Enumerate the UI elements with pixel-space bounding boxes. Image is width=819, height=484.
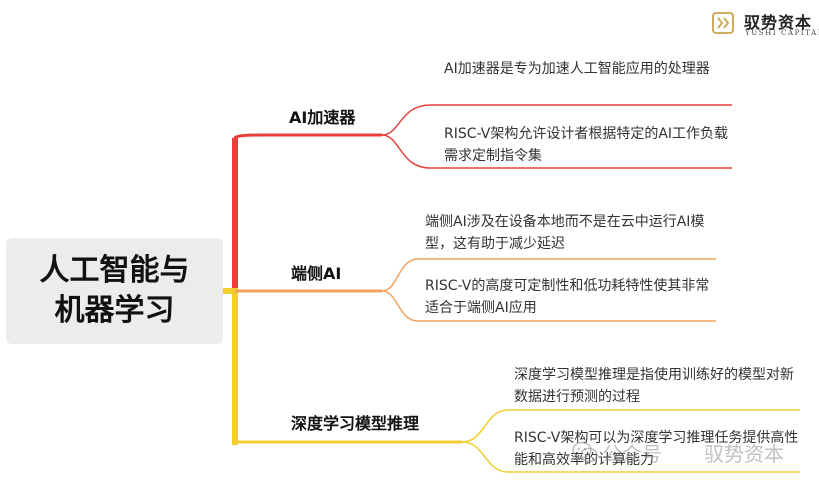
branch1-leaf2-link [381, 134, 732, 169]
watermark: 公众号 驭势资本 [572, 436, 800, 466]
branch-edge-ai[interactable]: 端侧AI [291, 264, 342, 283]
branch-dl-inference[interactable]: 深度学习模型推理 [291, 414, 420, 433]
brand-name-cn: 驭势资本 [744, 13, 813, 32]
leaf-edge-ai-1[interactable]: 端侧AI涉及在设备本地而不是在云中运行AI模型，这有助于减少延迟 [425, 214, 705, 252]
leaf-edge-ai-2[interactable]: RISC-V的高度可定制性和低功耗特性使其非常适合于端侧AI应用 [425, 278, 710, 316]
branch1-leaf1-link [381, 104, 732, 136]
brand-name-en: YUSHI CAPITAL [745, 29, 819, 37]
branch3-leaf2-link [461, 441, 800, 473]
brand-logo: 驭势资本 YUSHI CAPITAL [711, 8, 819, 38]
branch-ai-accelerator[interactable]: AI加速器 [289, 108, 356, 127]
root-label: 人工智能与机器学习 [39, 253, 190, 328]
branch3-leaf1-link [461, 409, 800, 443]
branch2-leaf1-link [381, 258, 716, 292]
watermark-right-text: 驭势资本 [704, 442, 784, 466]
branch2-leaf2-link [381, 290, 716, 322]
leaf-ai-accelerator-2[interactable]: RISC-V架构允许设计者根据特定的AI工作负载需求定制指令集 [444, 126, 729, 164]
leaf-ai-accelerator-1[interactable]: AI加速器是专为加速人工智能应用的处理器 [444, 61, 710, 77]
branch1-curve [233, 133, 382, 139]
watermark-left-text: 公众号 [602, 442, 662, 466]
leaf-dl-inference-1[interactable]: 深度学习模型推理是指使用训练好的模型对新数据进行预测的过程 [514, 367, 794, 405]
root-node[interactable]: 人工智能与机器学习 [6, 238, 223, 344]
wechat-icon [572, 441, 598, 463]
brand-mark-icon [712, 12, 734, 34]
